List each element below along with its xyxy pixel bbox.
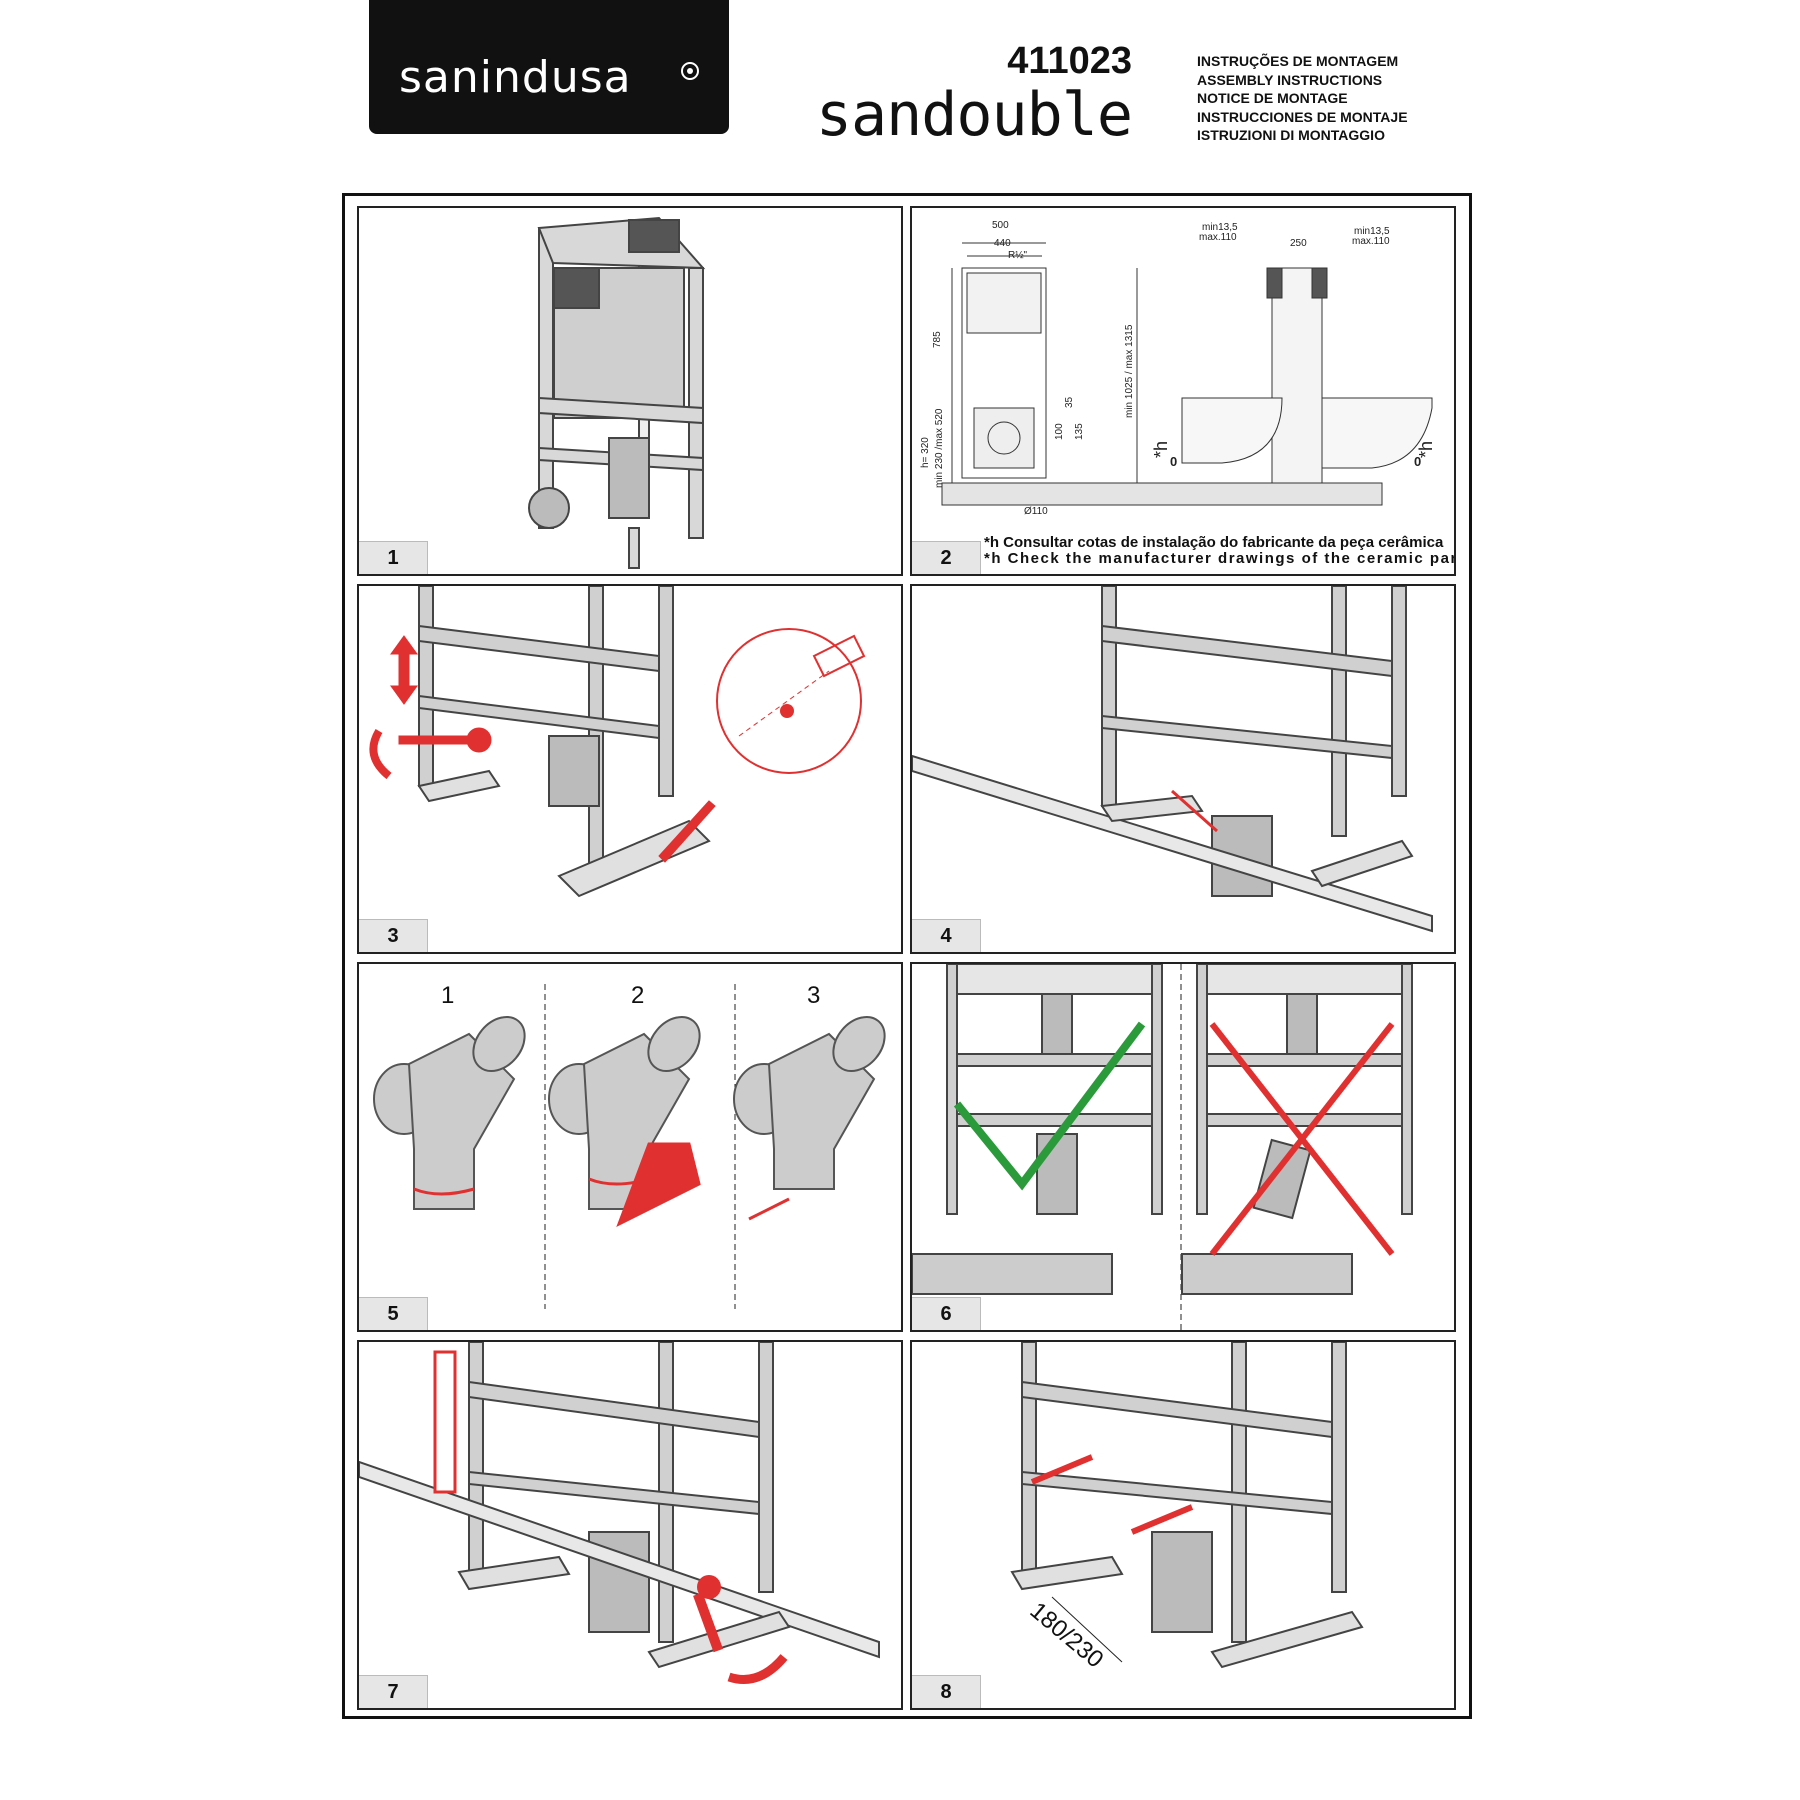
pipe-cutting-illustration [373, 984, 886, 1309]
dim-785: 785 [932, 331, 943, 348]
title-languages: INSTRUÇÕES DE MONTAGEM ASSEMBLY INSTRUCT… [1197, 52, 1408, 145]
dim-star-h-left: *h [1151, 441, 1171, 458]
dim-min13-left: min13,5 [1202, 222, 1238, 233]
step-number: 3 [359, 919, 428, 952]
step-2-panel: 500 440 R½" 785 h= 320 min 230 /max 520 … [910, 206, 1456, 576]
step-number: 4 [912, 919, 981, 952]
dim-max110-right: max.110 [1352, 236, 1390, 247]
final-leveling-illustration [359, 1342, 880, 1684]
note-en: *h Check the manufacturer drawings of th… [984, 550, 1456, 567]
dim-r12: R½" [1008, 250, 1028, 261]
dim-star-h-right: *h [1416, 441, 1436, 458]
dim-zero-left: 0 [1170, 454, 1177, 469]
brand-name: sanindusa [399, 52, 632, 103]
dim-max110-left: max.110 [1199, 232, 1237, 243]
dim-440: 440 [994, 238, 1011, 249]
step-number: 1 [359, 541, 428, 574]
product-code: 411023 [1007, 40, 1132, 82]
title-pt: INSTRUÇÕES DE MONTAGEM [1197, 53, 1399, 69]
instructions-frame [342, 193, 1472, 1719]
substep-3-label: 3 [807, 982, 821, 1009]
step-7-panel: 7 [357, 1340, 903, 1710]
step-number: 8 [912, 1675, 981, 1708]
brand-mark-icon [681, 62, 699, 80]
dim-min230: min 230 /max 520 [934, 408, 945, 488]
note-pt: *h Consultar cotas de instalação do fabr… [984, 534, 1444, 551]
dim-minmax: min 1025 / max 1315 [1124, 324, 1135, 418]
dim-35: 35 [1064, 396, 1075, 408]
title-es: INSTRUCCIONES DE MONTAJE [1197, 108, 1408, 125]
title-fr: NOTICE DE MONTAGE [1197, 90, 1348, 106]
pipe-connection-illustration [912, 586, 1433, 933]
dim-135: 135 [1074, 423, 1085, 440]
dim-zero-right: 0 [1414, 454, 1421, 469]
step-number: 6 [912, 1297, 981, 1330]
bolt-fixing-illustration [1010, 1342, 1364, 1669]
substep-1-label: 1 [441, 982, 455, 1009]
step-1-panel: 1 [357, 206, 903, 576]
dim-250: 250 [1290, 238, 1307, 249]
step-8-panel: 180/230 8 [910, 1340, 1456, 1710]
step-number: 5 [359, 1297, 428, 1330]
dim-100: 100 [1054, 423, 1065, 440]
title-it: ISTRUZIONI DI MONTAGGIO [1197, 127, 1385, 143]
technical-drawing: 500 440 R½" 785 h= 320 min 230 /max 520 … [920, 220, 1436, 517]
frame-isometric-illustration [528, 216, 706, 569]
dim-d110: Ø110 [1024, 506, 1048, 517]
leveling-illustration [369, 586, 866, 898]
dim-h320: h= 320 [920, 437, 931, 468]
substep-2-label: 2 [631, 982, 645, 1009]
step-6-panel: 6 [910, 962, 1456, 1332]
product-name: sandouble [815, 80, 1133, 150]
alignment-check-illustration [912, 964, 1413, 1330]
dim-min13-right: min13,5 [1354, 226, 1390, 237]
dim-500: 500 [992, 220, 1009, 231]
step-number: 2 [912, 541, 981, 574]
step-5-panel: 1 2 3 5 [357, 962, 903, 1332]
step-number: 7 [359, 1675, 428, 1708]
step-3-panel: 3 [357, 584, 903, 954]
title-en: ASSEMBLY INSTRUCTIONS [1197, 71, 1383, 88]
brand-logo: sanindusa [369, 0, 729, 134]
step-4-panel: 4 [910, 584, 1456, 954]
